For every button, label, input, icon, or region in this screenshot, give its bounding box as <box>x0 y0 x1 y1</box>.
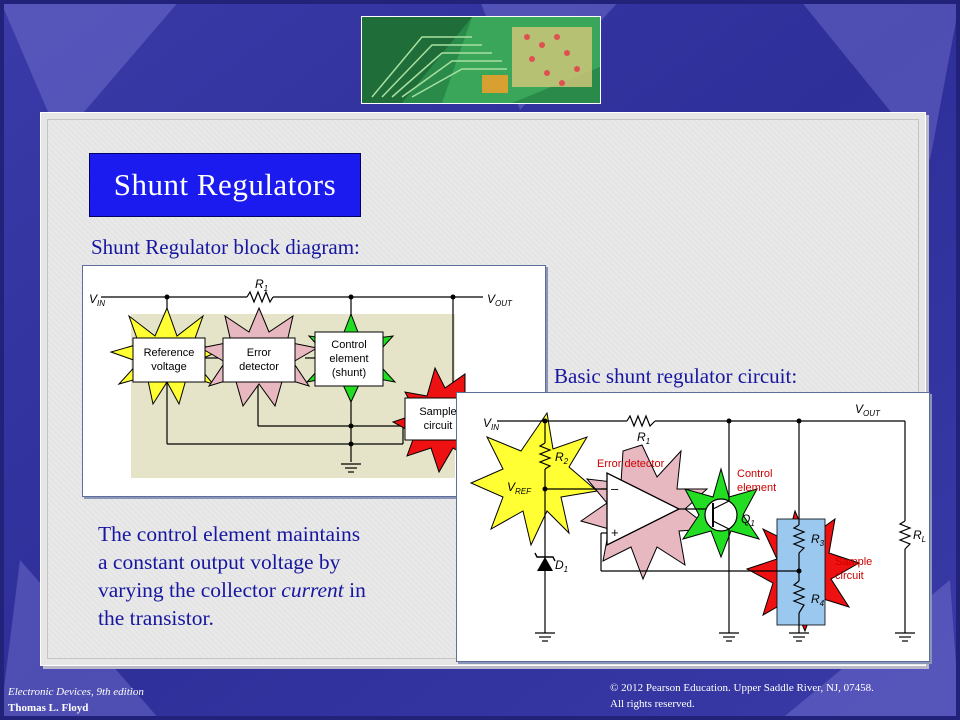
resistor-r4-symbol <box>792 580 806 614</box>
circuit-board-photo <box>361 16 601 104</box>
description-line-4: the transistor. <box>98 606 214 630</box>
resistor-r3-symbol <box>792 524 806 554</box>
control-element-label-1: Control <box>737 468 772 480</box>
sample-circuit-label-1: Sample <box>835 556 872 568</box>
description-line-1: The control element maintains <box>98 522 361 546</box>
vin-label: VIN <box>483 416 499 432</box>
r4-label: R4 <box>811 592 825 608</box>
yellow-star-highlight <box>469 411 599 547</box>
footer-book-info: Electronic Devices, 9th edition Thomas L… <box>8 684 144 716</box>
op-amp-plus: + <box>611 525 619 540</box>
control-element-label-3: (shunt) <box>332 367 366 379</box>
control-element-label-2: element <box>737 482 776 494</box>
slide-title: Shunt Regulators <box>89 153 361 217</box>
vref-label: VREF <box>507 480 532 496</box>
r2-label: R2 <box>555 450 569 466</box>
transistor-q1-symbol <box>704 498 738 532</box>
footer-book-title: Electronic Devices, 9th edition <box>8 686 144 698</box>
emphasis-current: current <box>281 578 344 602</box>
footer-copyright-line-2: All rights reserved. <box>610 698 695 710</box>
rl-label: RL <box>913 528 926 544</box>
footer-copyright: © 2012 Pearson Education. Upper Saddle R… <box>610 680 874 712</box>
footer-author: Thomas L. Floyd <box>8 702 89 714</box>
r1-label: R1 <box>255 277 268 293</box>
shunt-regulator-circuit: – + VIN VOUT R1 R2 R3 R4 RL VREF D1 Q1 E <box>469 402 926 642</box>
vin-label: VIN <box>89 292 105 308</box>
ground-symbols <box>535 632 915 642</box>
r1-label: R1 <box>637 430 650 446</box>
error-detector-label-1: Error <box>247 347 272 359</box>
reference-voltage-label-2: voltage <box>151 361 186 373</box>
footer-copyright-line-1: © 2012 Pearson Education. Upper Saddle R… <box>610 682 874 694</box>
r3-label: R3 <box>811 532 825 548</box>
sample-circuit-label-2: circuit <box>424 420 453 432</box>
q1-label: Q1 <box>741 512 755 528</box>
error-detector-label-2: detector <box>239 361 279 373</box>
control-element-label-1: Control <box>331 339 366 351</box>
resistor-r1-symbol <box>626 414 656 428</box>
d1-label: D1 <box>555 558 568 574</box>
control-element-block <box>314 331 384 387</box>
description-text: The control element maintains a constant… <box>98 520 438 632</box>
description-line-2: a constant output voltage by <box>98 550 341 574</box>
reference-voltage-label-1: Reference <box>144 347 195 359</box>
sample-circuit-label-2: circuit <box>835 570 864 582</box>
circuit-card: – + VIN VOUT R1 R2 R3 R4 RL VREF D1 Q1 E <box>456 392 930 662</box>
resistor-r1-symbol <box>246 290 274 304</box>
op-amp-symbol <box>606 471 681 547</box>
vout-label: VOUT <box>855 402 881 418</box>
sample-circuit-label-1: Sample <box>419 406 456 418</box>
error-detector-label: Error detector <box>597 458 665 470</box>
description-line-3: varying the collector current in <box>98 578 366 602</box>
control-element-label-2: element <box>329 353 368 365</box>
block-diagram-card: Reference voltage Error detector Control… <box>82 265 546 497</box>
resistor-r2-symbol <box>538 442 552 470</box>
error-detector-block <box>222 337 296 383</box>
block-diagram-caption: Shunt Regulator block diagram: <box>91 235 360 259</box>
reference-voltage-block <box>132 337 206 383</box>
resistor-rl-symbol <box>898 520 912 550</box>
op-amp-minus: – <box>611 481 619 496</box>
vout-label: VOUT <box>487 292 513 308</box>
circuit-caption: Basic shunt regulator circuit: <box>554 364 798 388</box>
zener-diode-d1-symbol <box>537 557 553 571</box>
slide-title-text: Shunt Regulators <box>113 167 337 202</box>
